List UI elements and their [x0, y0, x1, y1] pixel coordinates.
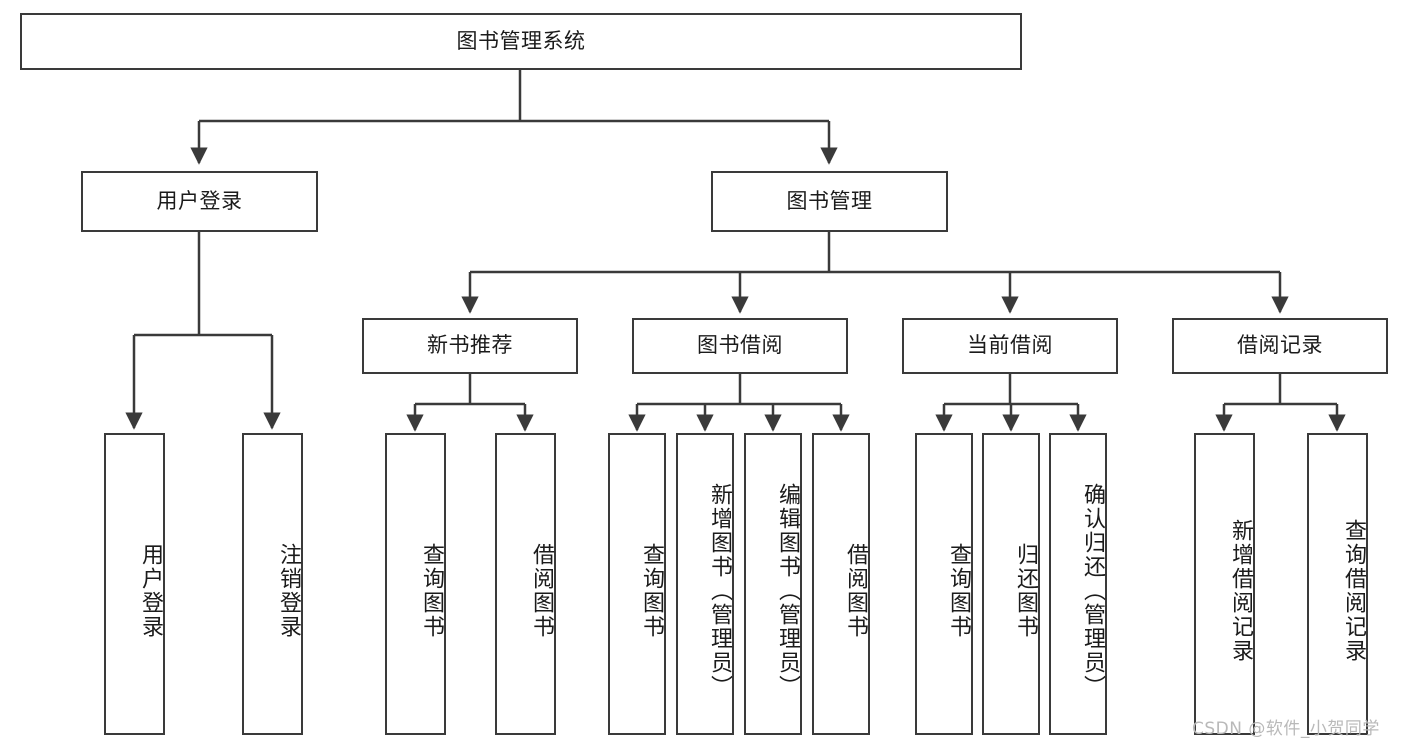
node-leaf-add-book-label: 新增图书（管理员） — [707, 483, 732, 699]
node-current-borrow-label: 当前借阅 — [967, 333, 1053, 358]
node-leaf-query-book-1[interactable]: 查询图书 — [385, 433, 446, 735]
node-leaf-query-book-3-label: 查询图书 — [946, 543, 971, 639]
node-user-login[interactable]: 用户登录 — [81, 171, 318, 232]
node-leaf-query-book-1-label: 查询图书 — [419, 543, 444, 639]
node-leaf-user-login[interactable]: 用户登录 — [104, 433, 165, 735]
node-leaf-add-record[interactable]: 新增借阅记录 — [1194, 433, 1255, 735]
node-leaf-confirm-return-label: 确认归还（管理员） — [1080, 483, 1105, 699]
node-leaf-borrow-book-2[interactable]: 借阅图书 — [812, 433, 870, 735]
node-leaf-borrow-book-1-label: 借阅图书 — [529, 543, 554, 639]
node-leaf-logout-login-label: 注销登录 — [276, 543, 301, 639]
node-user-login-label: 用户登录 — [156, 188, 243, 213]
node-root[interactable]: 图书管理系统 — [20, 13, 1022, 70]
csdn-watermark: CSDN @软件_小贺同学 — [1192, 719, 1380, 739]
node-book-manage[interactable]: 图书管理 — [711, 171, 948, 232]
node-current-borrow[interactable]: 当前借阅 — [902, 318, 1118, 374]
node-leaf-borrow-book-1[interactable]: 借阅图书 — [495, 433, 556, 735]
node-borrow-record[interactable]: 借阅记录 — [1172, 318, 1388, 374]
node-leaf-return-book[interactable]: 归还图书 — [982, 433, 1040, 735]
node-leaf-add-book[interactable]: 新增图书（管理员） — [676, 433, 734, 735]
node-leaf-edit-book[interactable]: 编辑图书（管理员） — [744, 433, 802, 735]
node-leaf-logout-login[interactable]: 注销登录 — [242, 433, 303, 735]
node-leaf-query-record-label: 查询借阅记录 — [1341, 519, 1366, 663]
node-leaf-query-book-3[interactable]: 查询图书 — [915, 433, 973, 735]
node-new-book-recommend-label: 新书推荐 — [427, 333, 513, 358]
node-leaf-edit-book-label: 编辑图书（管理员） — [775, 483, 800, 699]
node-leaf-add-record-label: 新增借阅记录 — [1228, 519, 1253, 663]
node-leaf-return-book-label: 归还图书 — [1013, 543, 1038, 639]
node-leaf-borrow-book-2-label: 借阅图书 — [843, 543, 868, 639]
node-book-manage-label: 图书管理 — [786, 188, 873, 213]
node-leaf-query-book-2-label: 查询图书 — [639, 543, 664, 639]
node-leaf-confirm-return[interactable]: 确认归还（管理员） — [1049, 433, 1107, 735]
node-borrow-record-label: 借阅记录 — [1237, 333, 1323, 358]
node-book-borrow-label: 图书借阅 — [697, 333, 783, 358]
node-new-book-recommend[interactable]: 新书推荐 — [362, 318, 578, 374]
node-leaf-query-record[interactable]: 查询借阅记录 — [1307, 433, 1368, 735]
node-root-label: 图书管理系统 — [456, 28, 586, 53]
node-leaf-query-book-2[interactable]: 查询图书 — [608, 433, 666, 735]
node-book-borrow[interactable]: 图书借阅 — [632, 318, 848, 374]
node-leaf-user-login-label: 用户登录 — [138, 543, 163, 639]
